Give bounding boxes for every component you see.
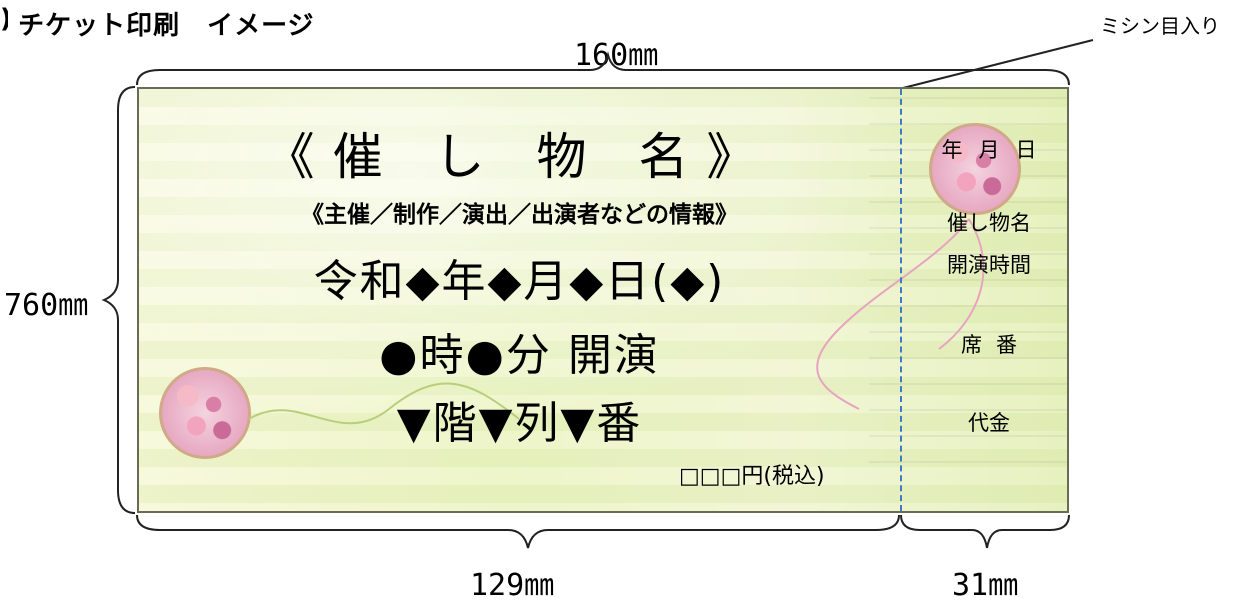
- perforation-leader-line: [902, 39, 1094, 89]
- perforation-label: ミシン目入り: [1100, 14, 1220, 38]
- height-label: 760㎜: [4, 288, 89, 323]
- page-title: チケット印刷 イメージ: [18, 11, 315, 41]
- organizer-info: 《主催／制作／演出／出演者などの情報》: [301, 202, 738, 228]
- event-date: 令和◆年◆月◆日(◆): [313, 256, 726, 307]
- page-heading: ) チケット印刷 イメージ: [0, 4, 315, 42]
- ticket-preview: 《催 し 物 名》 《主催／制作／演出／出演者などの情報》 令和◆年◆月◆日(◆…: [137, 87, 1069, 513]
- top-brace: [136, 51, 1070, 86]
- stub-price: 代金: [968, 411, 1010, 435]
- stub-width-label: 31㎜: [952, 568, 1019, 600]
- heading-bullet-icon: ): [0, 4, 8, 34]
- temari-ball-icon: [159, 367, 251, 459]
- main-width-label: 129㎜: [470, 568, 555, 600]
- perforation-line: [900, 89, 902, 511]
- seat-number: ▼階▼列▼番: [396, 398, 643, 449]
- bottom-brace-stub: [900, 514, 1070, 549]
- ticket-price: □□□円(税込): [679, 464, 825, 489]
- ribbon-decoration: [248, 218, 985, 425]
- start-time: ●時●分 開演: [379, 330, 660, 381]
- event-name: 《催 し 物 名》: [264, 128, 775, 186]
- bottom-brace-main: [136, 514, 900, 549]
- temari-ball-icon: [929, 123, 1021, 215]
- stub-date: 年月日: [941, 138, 1053, 162]
- stub-event-name: 催し物名: [947, 211, 1031, 235]
- stub-start-time: 開演時間: [947, 253, 1031, 277]
- left-brace: [101, 86, 136, 514]
- stub-seat: 席番: [961, 333, 1031, 357]
